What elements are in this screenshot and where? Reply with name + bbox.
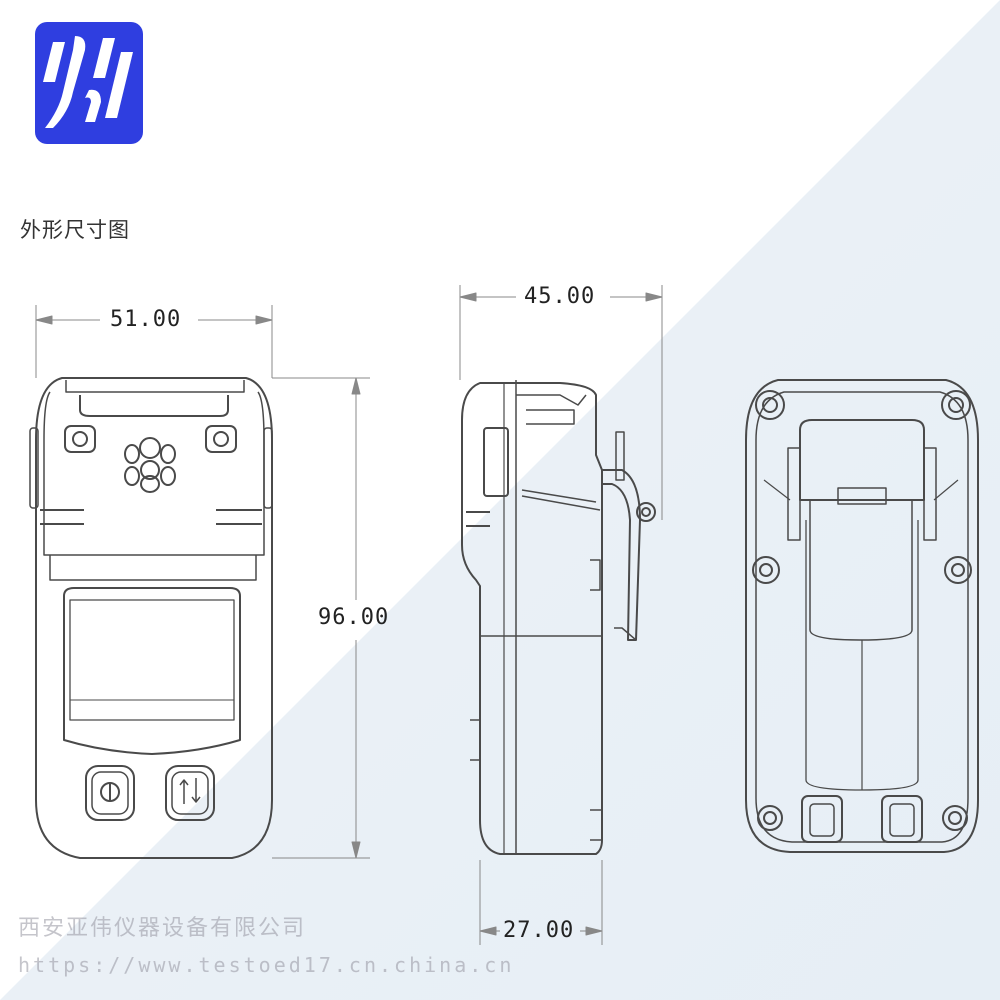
front-width-label: 51.00 (110, 307, 182, 332)
height-label: 96.00 (318, 605, 390, 630)
watermark-company: 西安亚伟仪器设备有限公司 (18, 916, 307, 941)
side-body-depth-label: 27.00 (503, 918, 575, 943)
front-dimension-lines (35, 305, 370, 859)
back-view (745, 379, 979, 853)
page-title: 外形尺寸图 (20, 218, 130, 242)
brand-logo (35, 22, 143, 144)
side-dimension-lines (459, 285, 663, 945)
side-depth-label: 45.00 (524, 284, 596, 309)
front-view (29, 377, 273, 859)
side-view (461, 380, 656, 855)
watermark-url: https://www.testoed17.cn.china.cn (18, 953, 515, 977)
